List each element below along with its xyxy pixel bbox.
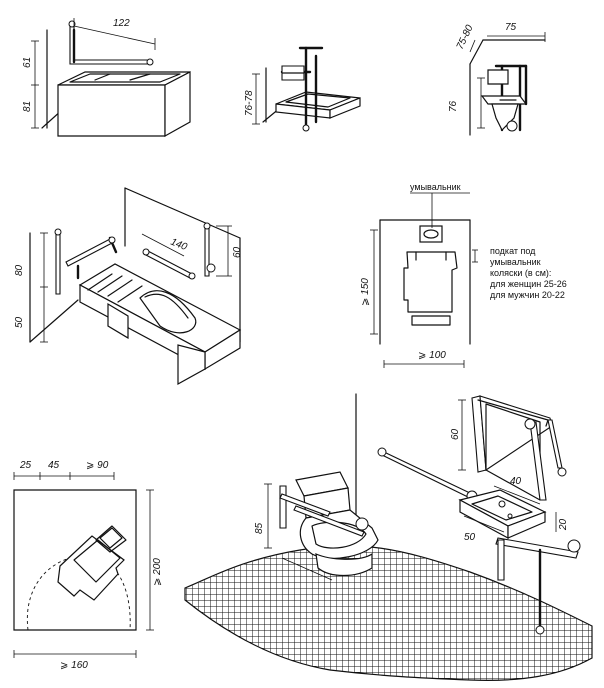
- washbasin-plan: умывальник подкат под умывальник коляски…: [360, 182, 567, 368]
- dim-toilet-height: 76: [448, 100, 459, 112]
- dim-sink-plan-width: ⩾ 100: [418, 350, 446, 361]
- dim-room-wc-height: 85: [254, 522, 265, 534]
- dim-bath2-rail-len: 60: [232, 246, 243, 258]
- dim-shower-height: 76-78: [244, 90, 255, 116]
- dim-wc-plan-width: ⩾ 160: [60, 660, 88, 671]
- dim-wc-plan-d3: ⩾ 90: [86, 460, 109, 471]
- dim-toilet-depth: 75-80: [455, 23, 476, 51]
- bathtub-elevation: 122 61 81: [22, 18, 191, 138]
- shower-elevation: 76-78: [244, 46, 361, 132]
- dim-bath2-rail-height: 80: [14, 264, 25, 276]
- bath-bench-elevation: 80 50 140 60: [14, 187, 243, 386]
- dim-tub-rail-height: 61: [22, 57, 33, 68]
- dim-wc-plan-d2: 45: [48, 460, 60, 471]
- wc-plan: 25 45 ⩾ 90 ⩾ 200 ⩾ 160: [13, 460, 163, 671]
- note-line3: коляски (в см):: [490, 268, 551, 278]
- note-line1: подкат под: [490, 246, 536, 256]
- toilet-elevation: 75-80 75 76: [448, 22, 546, 136]
- dim-room-mirror-height: 60: [450, 428, 461, 440]
- dim-wc-plan-d1: 25: [19, 460, 32, 471]
- dim-sink-plan-height: ⩾ 150: [360, 278, 371, 306]
- dim-bath2-seat-height: 50: [14, 316, 25, 328]
- note-line2: умывальник: [490, 257, 541, 267]
- dim-bath2-length: 140: [169, 237, 189, 254]
- dim-room-sink-w: 40: [510, 476, 522, 487]
- dim-room-sink-d: 50: [464, 532, 476, 543]
- dim-tub-width: 122: [113, 18, 130, 29]
- dim-toilet-width: 75: [505, 22, 517, 33]
- dim-tub-height: 81: [22, 101, 33, 112]
- note-washbasin: умывальник: [410, 182, 461, 192]
- note-line5: для мужчин 20-22: [490, 290, 565, 300]
- dim-room-sink-gap: 20: [558, 518, 569, 531]
- room-perspective: 85 60 40 50 20: [184, 393, 593, 681]
- dim-wc-plan-depth: ⩾ 200: [152, 558, 163, 586]
- note-line4: для женщин 25-26: [490, 279, 567, 289]
